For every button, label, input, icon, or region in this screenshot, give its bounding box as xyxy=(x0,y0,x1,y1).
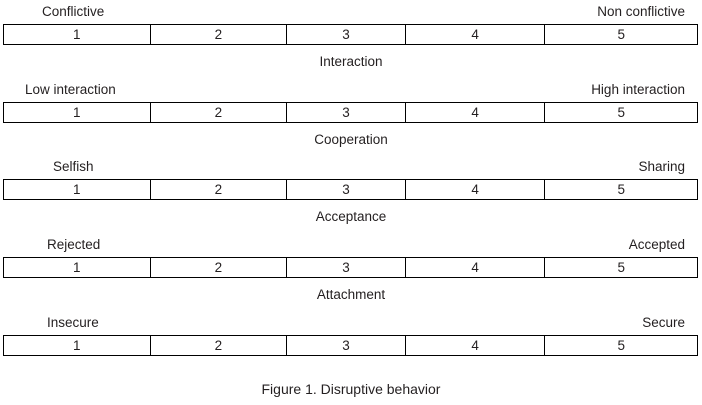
scale-cell-2[interactable]: 2 xyxy=(151,336,288,355)
anchor-row: Low interaction High interaction xyxy=(0,80,702,100)
scale-cell-4[interactable]: 4 xyxy=(406,336,546,355)
scale-cell-5[interactable]: 5 xyxy=(617,338,625,353)
scale-cell-3[interactable]: 3 xyxy=(287,180,406,199)
scale-cell-1[interactable]: 1 xyxy=(4,258,151,277)
scale-cell-2[interactable]: 2 xyxy=(151,258,288,277)
scale-cell-4[interactable]: 4 xyxy=(406,25,546,44)
anchor-high-label: Secure xyxy=(642,315,685,330)
scale-cell-4[interactable]: 4 xyxy=(406,258,546,277)
likert-scale-bar[interactable]: 1 2 3 4 5 xyxy=(3,257,698,278)
anchor-low-label: Low interaction xyxy=(25,82,116,97)
scale-cell-1[interactable]: 1 xyxy=(4,180,151,199)
scale-block-interaction: Conflictive Non conflictive 1 2 3 4 5 In… xyxy=(0,2,702,69)
scale-cell-2[interactable]: 2 xyxy=(151,25,288,44)
scale-cell-5[interactable]: 5 xyxy=(617,182,625,197)
scale-cell-5[interactable]: 5 xyxy=(617,27,625,42)
dimension-caption: Interaction xyxy=(319,54,383,69)
scale-cell-4[interactable]: 4 xyxy=(406,180,546,199)
anchor-row: Selfish Sharing xyxy=(0,157,702,177)
anchor-high-label: Sharing xyxy=(638,159,685,174)
scale-cell-3[interactable]: 3 xyxy=(287,25,406,44)
scale-block-attachment: Rejected Accepted 1 2 3 4 5 Attachment xyxy=(0,235,702,302)
anchor-low-label: Insecure xyxy=(47,315,99,330)
scale-cell-3[interactable]: 3 xyxy=(287,103,406,122)
scale-cell-1[interactable]: 1 xyxy=(4,336,151,355)
anchor-row: Rejected Accepted xyxy=(0,235,702,255)
dimension-caption: Acceptance xyxy=(315,209,387,224)
scale-block-cooperation: Low interaction High interaction 1 2 3 4… xyxy=(0,80,702,147)
anchor-low-label: Conflictive xyxy=(42,4,105,19)
scale-block-acceptance: Selfish Sharing 1 2 3 4 5 Acceptance xyxy=(0,157,702,224)
anchor-row: Insecure Secure xyxy=(0,313,702,333)
scale-cell-2[interactable]: 2 xyxy=(151,180,288,199)
anchor-high-label: Non conflictive xyxy=(597,4,685,19)
dimension-caption: Cooperation xyxy=(314,132,388,147)
likert-scale-bar[interactable]: 1 2 3 4 5 xyxy=(3,179,698,200)
figure-caption: Figure 1. Disruptive behavior xyxy=(261,381,441,397)
dimension-caption: Attachment xyxy=(316,287,386,302)
scale-cell-4[interactable]: 4 xyxy=(406,103,546,122)
scale-cell-3[interactable]: 3 xyxy=(287,336,406,355)
scale-cell-1[interactable]: 1 xyxy=(4,25,151,44)
scale-block-security: Insecure Secure 1 2 3 4 5 xyxy=(0,313,702,356)
scale-cell-5[interactable]: 5 xyxy=(617,260,625,275)
scale-cell-5[interactable]: 5 xyxy=(617,105,625,120)
scale-cell-2[interactable]: 2 xyxy=(151,103,288,122)
anchor-high-label: Accepted xyxy=(628,237,685,252)
scale-cell-1[interactable]: 1 xyxy=(4,103,151,122)
anchor-row: Conflictive Non conflictive xyxy=(0,2,702,22)
anchor-low-label: Rejected xyxy=(47,237,101,252)
likert-scale-bar[interactable]: 1 2 3 4 5 xyxy=(3,102,698,123)
anchor-high-label: High interaction xyxy=(591,82,685,97)
likert-scale-bar[interactable]: 1 2 3 4 5 xyxy=(3,24,698,45)
anchor-low-label: Selfish xyxy=(53,159,94,174)
likert-scale-bar[interactable]: 1 2 3 4 5 xyxy=(3,335,698,356)
scale-cell-3[interactable]: 3 xyxy=(287,258,406,277)
